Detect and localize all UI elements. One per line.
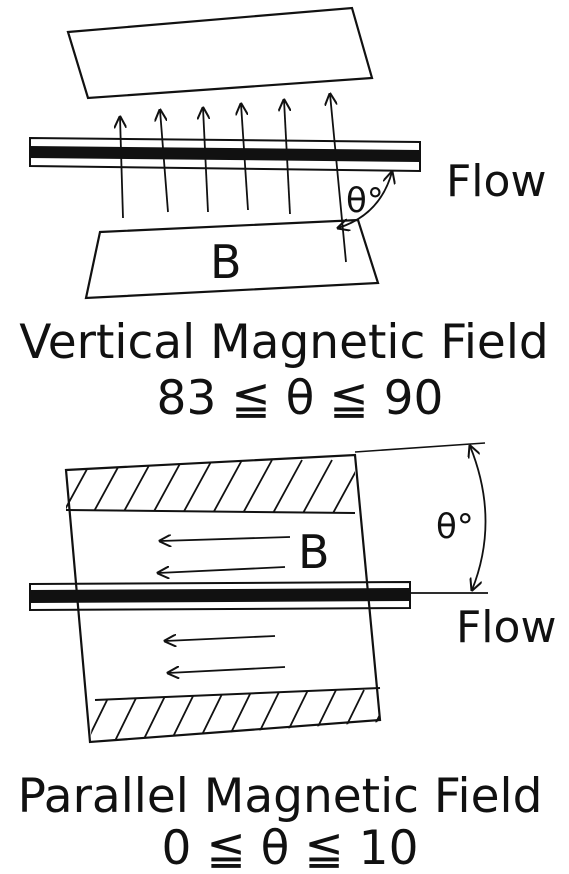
- caption-title-vertical: Vertical Magnetic Field: [19, 315, 549, 370]
- vertical-field-diagram: θ° B Flow: [29, 6, 546, 300]
- field-label-top: B: [210, 235, 242, 289]
- lower-magnet-pole: [84, 218, 380, 300]
- field-label-bottom: B: [298, 525, 330, 579]
- flow-tube-top: [29, 136, 421, 173]
- angle-indicator-top: [338, 172, 392, 228]
- flow-label-bottom: Flow: [456, 602, 556, 653]
- coil-hatch-top: [65, 459, 356, 514]
- flow-label-top: Flow: [446, 156, 546, 207]
- upper-magnet-pole: [66, 6, 374, 100]
- angle-label-top: θ°: [346, 181, 384, 221]
- field-arrows-horizontal: [158, 537, 291, 673]
- caption-range-parallel: 0 ≦ θ ≦ 10: [162, 821, 419, 874]
- solenoid-outline: [64, 453, 382, 744]
- parallel-field-diagram: θ° B Flow: [29, 442, 556, 744]
- angle-indicator-bottom: [470, 446, 487, 590]
- flow-tube-bottom: [29, 580, 488, 612]
- caption-title-parallel: Parallel Magnetic Field: [18, 769, 543, 824]
- angle-reference-line: [354, 442, 486, 453]
- coil-hatch-bottom: [90, 687, 381, 742]
- caption-range-vertical: 83 ≦ θ ≦ 90: [157, 371, 444, 426]
- angle-label-bottom: θ°: [436, 507, 474, 547]
